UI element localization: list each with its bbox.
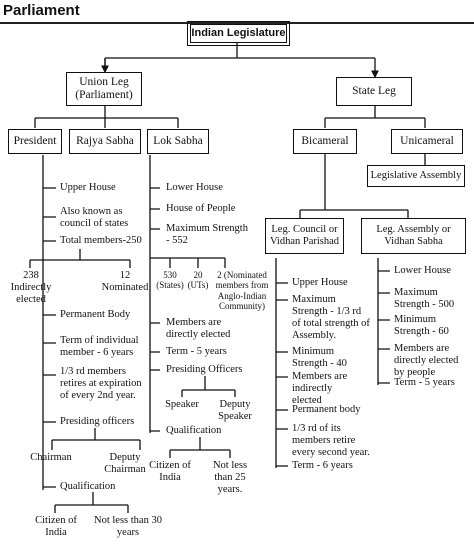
union-leg-box: Union Leg (Parliament) (66, 72, 142, 106)
la-max-strength: Maximum Strength - 500 (394, 287, 455, 311)
indian-legislature-label: Indian Legislature (191, 27, 286, 40)
rajya-sabha-label: Rajya Sabha (76, 134, 134, 147)
union-leg-label: Union Leg (Parliament) (75, 75, 133, 101)
indian-legislature-box: Indian Legislature (187, 21, 290, 46)
ls-lower-house: Lower House (166, 182, 223, 193)
page-title: Parliament (3, 2, 80, 19)
rs-indirectly-elected: 238 Indirectly elected (10, 270, 52, 306)
legislative-assembly-label: Legislative Assembly (370, 169, 462, 181)
lok-sabha-label: Lok Sabha (153, 134, 203, 147)
state-leg-box: State Leg (336, 77, 412, 106)
lc-upper-house: Upper House (292, 277, 348, 288)
lc-retire: 1/3 rd of its members retire every secon… (292, 423, 370, 459)
ls-directly-elected: Members are directly elected (166, 317, 231, 341)
rs-aka: Also known as council of states (60, 206, 129, 230)
la-term: Term - 5 years (394, 377, 455, 388)
la-directly-elected: Members are directly elected by people (394, 343, 459, 379)
rs-retire: 1/3 rd members retires at expiration of … (60, 366, 142, 402)
ls-age: Not less than 25 years. (212, 460, 248, 496)
rs-citizen: Citizen of India (35, 515, 77, 539)
rs-upper-house: Upper House (60, 182, 116, 193)
lc-max-strength: Maximum Strength - 1/3 rd of total stren… (292, 294, 370, 342)
ls-qualification: Qualification (166, 425, 222, 436)
rs-deputy-chairman: Deputy Chairman (104, 452, 146, 476)
rs-chairman: Chairman (30, 452, 72, 463)
page-header: Parliament (0, 0, 474, 24)
ls-term: Term - 5 years (166, 346, 227, 357)
president-label: President (13, 134, 57, 147)
legislative-assembly-state-label: Leg. Assembly or Vidhan Sabha (376, 223, 451, 247)
legislative-assembly-box: Legislative Assembly (367, 165, 465, 187)
ls-uts: 20 (UTs) (187, 270, 209, 291)
rs-permanent-body: Permanent Body (60, 309, 131, 320)
lc-permanent-body: Permanent body (292, 404, 361, 415)
rs-qualification: Qualification (60, 481, 116, 492)
rs-age: Not less than 30 years (94, 515, 162, 539)
ls-states: 530 (States) (156, 270, 184, 291)
rajya-sabha-box: Rajya Sabha (69, 129, 141, 154)
ls-citizen: Citizen of India (149, 460, 191, 484)
rs-term: Term of individual member - 6 years (60, 335, 139, 359)
state-leg-label: State Leg (352, 84, 396, 97)
ls-speaker: Speaker (165, 399, 199, 410)
rs-presiding-officers: Presiding officers (60, 416, 135, 427)
ls-presiding-officers: Presiding Officers (166, 364, 243, 375)
rs-nominated: 12 Nominated (101, 270, 149, 294)
unicameral-label: Unicameral (400, 134, 454, 147)
ls-anglo-indian: 2 (Nominated members from Anglo-Indian C… (215, 270, 269, 312)
lc-term: Term - 6 years (292, 460, 353, 471)
bicameral-box: Bicameral (293, 129, 357, 154)
lc-min-strength: Minimum Strength - 40 (292, 346, 347, 370)
legislative-council-label: Leg. Council or Vidhan Parishad (269, 223, 340, 247)
legislative-council-box: Leg. Council or Vidhan Parishad (265, 218, 344, 254)
lc-indirectly-elected: Members are indirectly elected (292, 371, 348, 407)
la-lower-house: Lower House (394, 265, 451, 276)
rs-total-members: Total members-250 (60, 235, 142, 246)
legislative-assembly-state-box: Leg. Assembly or Vidhan Sabha (361, 218, 466, 254)
unicameral-box: Unicameral (391, 129, 463, 154)
lok-sabha-box: Lok Sabha (147, 129, 209, 154)
la-min-strength: Minimum Strength - 60 (394, 314, 449, 338)
ls-max-strength: Maximum Strength - 552 (166, 223, 248, 247)
ls-house-of-people: House of People (166, 203, 236, 214)
president-box: President (8, 129, 62, 154)
bicameral-label: Bicameral (301, 134, 349, 147)
ls-deputy-speaker: Deputy Speaker (218, 399, 252, 423)
